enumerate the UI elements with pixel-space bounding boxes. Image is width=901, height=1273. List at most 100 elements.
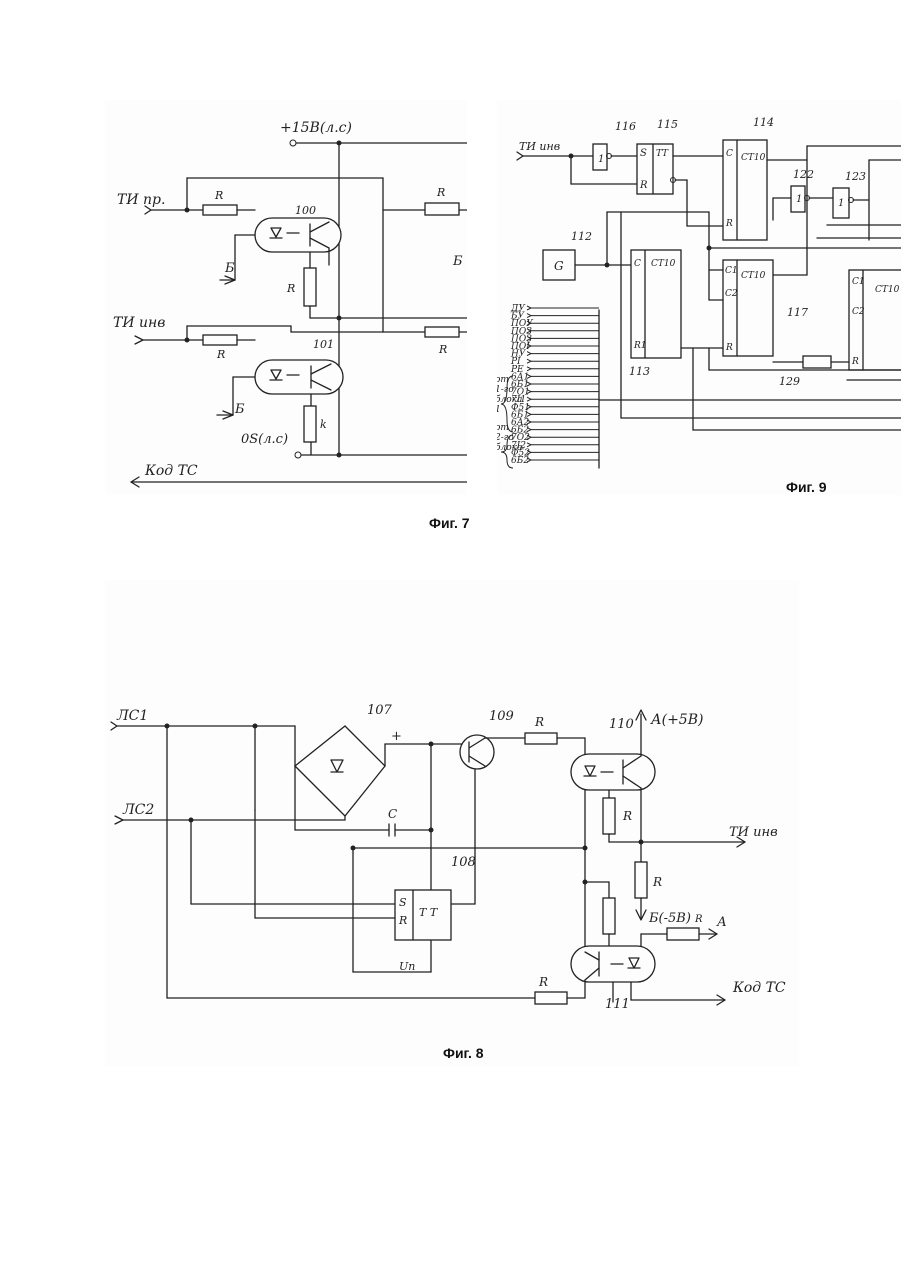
fig7-schematic: +15В(л.с) ТИ пр. R 100 R R Б Б ТИ инв R … [105, 100, 467, 495]
fig9-right-ct10: СТ10 [875, 285, 900, 295]
fig8-b-minus5-label: Б(-5В) [648, 911, 691, 926]
fig8-plus-label: + [391, 729, 402, 744]
fig8-bridge-107 [295, 726, 385, 816]
fig8-lc1-label: ЛС1 [116, 708, 148, 724]
fig7-input-ti-inv-label: ТИ инв [113, 315, 165, 331]
fig8-label-110: 110 [609, 717, 634, 732]
fig7-b-label-right: Б [452, 254, 463, 269]
fig9-side-input-labels: ДУБУПОУПОЗПОЗПОIНУРIРЕ6А16Б17О17I1Ф516Б1… [497, 304, 534, 466]
fig9-side-input-arrowhead [527, 443, 531, 447]
fig9-label-123: 123 [845, 170, 866, 183]
fig9-inv-116-text: 1 [598, 154, 604, 165]
fig9-114-ct10: СТ10 [741, 153, 766, 163]
fig8-a-plus5-label: А(+5В) [650, 712, 703, 728]
fig9-group-label: блока [497, 442, 522, 453]
fig9-block-129 [803, 356, 831, 368]
fig8-resistor-label: R [538, 975, 548, 989]
fig9-trigger-s: S [640, 148, 647, 159]
fig7-input-ti-pr-label: ТИ пр. [117, 192, 165, 208]
fig8-cap-label: С [388, 807, 397, 821]
fig9-group-label: блока [497, 394, 522, 405]
fig9-side-input-arrows [527, 306, 599, 462]
fig8-label-109: 109 [489, 709, 514, 724]
fig7-supply-label: +15В(л.с) [280, 120, 352, 136]
fig9-side-input-arrowhead [527, 397, 531, 401]
fig8-resistor-r4 [603, 898, 615, 934]
fig7-resistor-label: R [438, 343, 447, 356]
fig9-label-114: 114 [753, 116, 774, 129]
fig7-resistor-k-label: k [320, 418, 327, 431]
fig9-trigger-tt: ТТ [656, 149, 669, 159]
fig8-trigger-s: S [399, 896, 407, 909]
fig7-ground-label: 0S(л.с) [241, 432, 288, 447]
fig9-side-input-label: 6Б2 [511, 456, 529, 466]
fig9-svg: ДУБУПОУПОЗПОЗПОIНУРIРЕ6А16Б17О17I1Ф516Б1… [497, 100, 901, 495]
fig7-b-label: Б [224, 261, 235, 276]
fig8-label-107: 107 [367, 703, 393, 718]
fig9-right-r: R [851, 357, 859, 367]
fig8-a-label: А [716, 915, 727, 930]
fig7-input-arrow [135, 336, 143, 344]
fig9-114-c: C [726, 149, 733, 159]
fig7-resistor-label: R [214, 189, 223, 202]
fig7-opto-100-label: 100 [295, 204, 316, 217]
fig9-label-113: 113 [629, 365, 650, 378]
fig7-resistor-r6 [304, 406, 316, 442]
fig9-side-input-arrowhead [527, 306, 531, 310]
fig9-label-116: 116 [615, 120, 636, 133]
fig9-right-c2: C2 [852, 307, 865, 317]
fig8-resistor-r2 [603, 798, 615, 834]
fig8-code-tc-label: Код ТС [732, 980, 786, 996]
fig7-resistor-r5 [425, 327, 459, 337]
fig8-resistor-label: R [652, 875, 662, 889]
fig9-label-112: 112 [571, 230, 592, 243]
fig7-resistor-r3 [425, 203, 459, 215]
fig9-113-ct10: СТ10 [651, 259, 676, 269]
fig9-113-r1: R1 [633, 341, 647, 351]
fig8-r-small-label: R [694, 914, 703, 925]
fig8-transistor-109 [460, 735, 494, 769]
fig7-ground-terminal [295, 452, 301, 458]
fig8-resistor-r3 [635, 862, 647, 898]
fig8-lc2-label: ЛС2 [122, 802, 154, 818]
fig7-resistor-r4 [203, 335, 237, 345]
fig9-group-label: 2-го [497, 433, 514, 443]
fig7-resistor-label: R [286, 282, 295, 295]
fig7-resistor-r2 [304, 268, 316, 306]
fig9-label-129: 129 [779, 375, 800, 388]
fig8-svg: ЛС1 ЛС2 107 + С 108 S R Т Т Uп 109 R 110… [105, 690, 799, 1030]
fig8-caption: Фиг. 8 [443, 1045, 484, 1061]
fig9-gate-123-text: 1 [838, 198, 844, 209]
fig9-114-r: R [725, 219, 733, 229]
fig9-label-122: 122 [793, 168, 814, 181]
fig9-113-c: C [634, 259, 641, 269]
fig9-side-input-arrowhead [527, 367, 531, 371]
fig7-junction [337, 453, 342, 458]
fig7-supply-terminal [290, 140, 296, 146]
fig8-trigger-tt: Т Т [419, 906, 439, 919]
fig8-input-arrow [115, 816, 123, 824]
fig8-label-111: 111 [605, 997, 630, 1012]
fig9-group-label: 1-го [497, 385, 514, 395]
fig9-gen-label: G [554, 259, 564, 273]
fig9-group-label: 1 [497, 405, 501, 415]
fig9-input-arrow [517, 152, 523, 160]
fig9-117-c1: C1 [725, 266, 738, 276]
fig9-117-ct10: СТ10 [741, 271, 766, 281]
fig8-resistor-r6 [535, 992, 567, 1004]
fig8-resistor-r1 [525, 733, 557, 744]
fig9-inv-122-text: 1 [796, 194, 802, 205]
fig7-b-label: Б [234, 402, 245, 417]
fig9-label-115: 115 [657, 118, 678, 131]
fig9-side-input-arrowhead [527, 359, 531, 363]
fig7-resistor-label: R [216, 348, 225, 361]
fig9-side-input-arrowhead [527, 352, 531, 356]
fig8-label-108: 108 [451, 855, 476, 870]
fig8-ti-inv-label: ТИ инв [729, 825, 778, 840]
fig7-code-label: Код ТС [144, 463, 198, 479]
fig8-resistor-label: R [534, 715, 544, 729]
fig7-resistor-r1 [203, 205, 237, 215]
fig9-117-c2: C2 [725, 289, 738, 299]
fig8-un-label: Uп [399, 960, 415, 973]
